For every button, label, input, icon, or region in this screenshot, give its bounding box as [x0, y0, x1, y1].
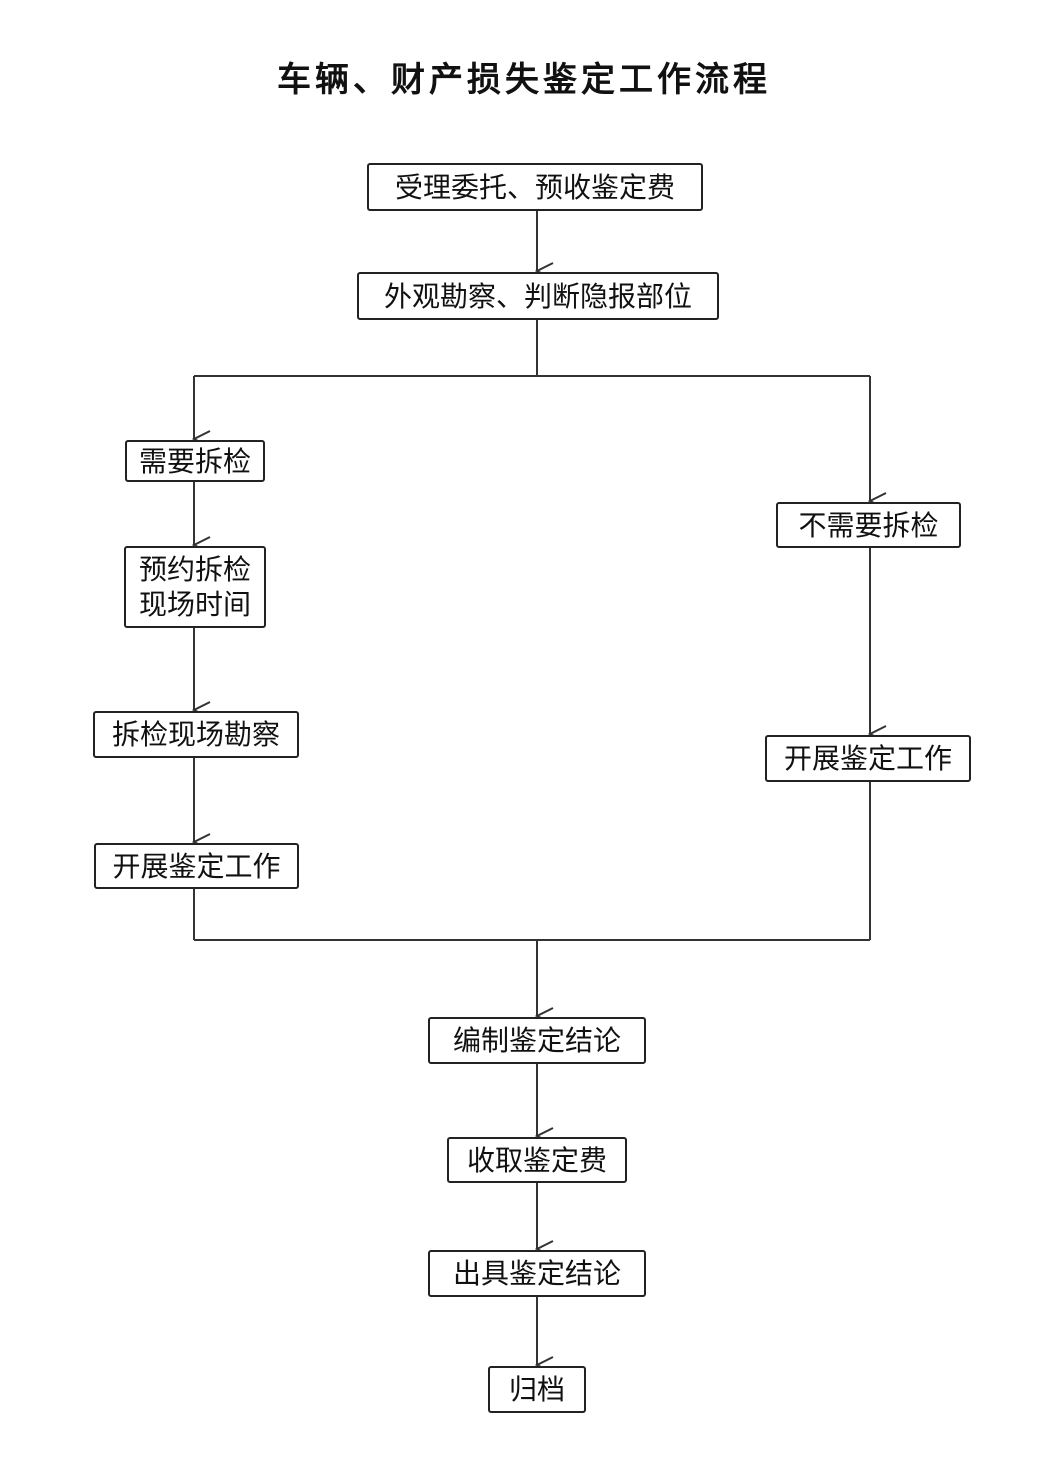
node-exterior-inspection: 外观勘察、判断隐报部位 [357, 272, 719, 320]
node-label: 归档 [508, 1373, 565, 1406]
node-no-dismantle: 不需要拆检 [776, 502, 961, 548]
node-label: 受理委托、预收鉴定费 [394, 170, 675, 204]
node-label: 编制鉴定结论 [452, 1024, 621, 1057]
node-label: 收取鉴定费 [466, 1143, 607, 1177]
node-collect-fee: 收取鉴定费 [447, 1137, 627, 1183]
node-appointment: 预约拆检 现场时间 [124, 546, 266, 628]
node-archive: 归档 [488, 1366, 586, 1413]
node-right-appraisal: 开展鉴定工作 [765, 735, 971, 782]
node-label: 不需要拆检 [798, 508, 939, 542]
node-label: 拆检现场勘察 [111, 718, 280, 751]
node-label: 开展鉴定工作 [783, 742, 952, 775]
node-accept-commission: 受理委托、预收鉴定费 [367, 163, 703, 211]
node-compile-conclusion: 编制鉴定结论 [428, 1017, 646, 1064]
node-left-appraisal: 开展鉴定工作 [94, 843, 299, 889]
node-label: 外观勘察、判断隐报部位 [383, 279, 692, 313]
node-label-line2: 现场时间 [138, 588, 251, 621]
page-title: 车辆、财产损失鉴定工作流程 [277, 60, 771, 100]
node-label: 出具鉴定结论 [452, 1257, 621, 1290]
node-label: 开展鉴定工作 [112, 849, 281, 883]
node-issue-conclusion: 出具鉴定结论 [428, 1250, 646, 1297]
node-label: 需要拆检 [138, 444, 251, 478]
node-dismantle-survey: 拆检现场勘察 [93, 711, 299, 758]
node-label-line1: 预约拆检 [138, 553, 251, 586]
node-need-dismantle: 需要拆检 [125, 440, 265, 482]
